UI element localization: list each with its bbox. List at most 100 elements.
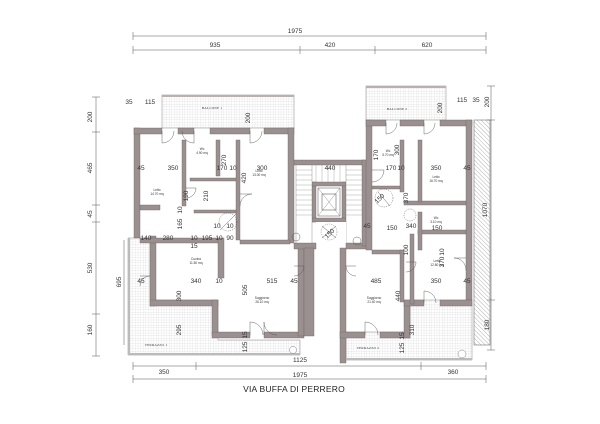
terrace-posts	[128, 238, 472, 360]
dim-210: 210	[203, 190, 210, 201]
dim-360: 360	[448, 369, 459, 376]
neighbour-wall-hatch	[473, 119, 491, 346]
dim-right-200: 200	[484, 96, 491, 107]
dim-170-right: 170	[386, 165, 397, 172]
dim-45-d: 45	[290, 278, 298, 285]
dim-935: 935	[210, 42, 221, 49]
room-soggiorno-right-area: 21.40 mq	[367, 300, 381, 304]
turning-circles	[218, 188, 417, 246]
room-wc-left-area: 4.90 mq	[196, 151, 208, 155]
dim-90: 90	[226, 235, 234, 242]
dim-10-g: 10	[177, 206, 184, 214]
balcone-1-label: BALCONE 1	[202, 106, 222, 110]
dim-350: 350	[168, 165, 179, 172]
dim-total-bottom: 1975	[293, 372, 308, 379]
dim-340-right: 340	[406, 223, 417, 230]
dim-440: 440	[325, 165, 336, 172]
dim-280: 280	[163, 235, 174, 242]
staircase	[295, 164, 363, 244]
dim-10-f: 10	[226, 223, 234, 230]
room-letto-right-2: Letto	[433, 259, 440, 263]
dim-370: 370	[439, 256, 446, 267]
dim-35-right: 35	[472, 97, 480, 104]
dim-485: 485	[371, 278, 382, 285]
dim-1125: 1125	[293, 357, 307, 364]
dim-45-b: 45	[137, 278, 145, 285]
dim-350-bottom: 350	[159, 369, 170, 376]
room-cucina: Cucina	[191, 257, 201, 261]
room-letto-left: Letto	[153, 188, 160, 192]
dim-140: 140	[141, 235, 152, 242]
dim-15-b: 15	[242, 331, 249, 339]
room-letto-right-area: 16.70 mq	[429, 179, 443, 183]
dim-515: 515	[267, 278, 278, 285]
dim-270: 270	[221, 154, 228, 165]
room-letto-mid: Letto	[255, 169, 262, 173]
dim-125: 125	[242, 341, 249, 352]
dim-115: 115	[145, 99, 156, 106]
dim-10-c: 10	[215, 235, 223, 242]
room-letto-mid-area: 13.00 mq	[252, 173, 266, 177]
walls	[133, 119, 473, 364]
dim-300: 300	[257, 165, 268, 172]
dim-15: 15	[190, 243, 198, 250]
dim-300-left: 300	[176, 290, 183, 301]
dim-10-e: 10	[213, 223, 221, 230]
dim-10-d: 10	[215, 278, 223, 285]
doors	[139, 122, 467, 336]
room-wc-left: Wc	[200, 147, 205, 151]
dim-45-right: 45	[463, 165, 471, 172]
balcony-2: BALCONE 2	[365, 85, 447, 121]
dim-150-right: 150	[432, 225, 443, 232]
room-wc-right-2-area: 3.10 mq	[430, 220, 442, 224]
dim-620: 620	[422, 42, 433, 49]
street-name: VIA BUFFA DI PERRERO	[243, 384, 345, 394]
dim-left-200: 200	[87, 111, 94, 122]
dim-10-right: 10	[397, 165, 405, 172]
dim-10-h: 10	[439, 248, 446, 256]
dim-left-695: 695	[116, 276, 123, 287]
room-wc-right: Wc	[386, 149, 391, 153]
dim-left-465: 465	[87, 162, 94, 173]
dim-125-right: 125	[399, 342, 406, 353]
dim-total-top: 1975	[288, 28, 303, 35]
balcone-2-label: BALCONE 2	[387, 107, 407, 111]
dim-195: 195	[202, 235, 213, 242]
room-soggiorno-left-area: 26.10 mq	[255, 300, 269, 304]
dim-440-b: 440	[395, 290, 402, 301]
dim-420: 420	[325, 42, 336, 49]
room-letto-right-2-area: 12.80 mq	[430, 263, 444, 267]
dim-300-right: 300	[394, 144, 401, 155]
dim-45-c: 45	[463, 278, 471, 285]
dim-45-e: 45	[363, 223, 371, 230]
room-labels: Letto 14.70 mq Letto 13.00 mq Wc 4.90 mq…	[150, 147, 444, 304]
dim-15-right: 15	[399, 332, 406, 340]
dim-350-right: 350	[431, 165, 442, 172]
bottom-dimensions: 1125 350 360 1975	[132, 357, 487, 383]
dim-190: 190	[183, 190, 190, 201]
dim-10-b: 10	[190, 235, 198, 242]
room-letto-left-area: 14.70 mq	[150, 192, 164, 196]
dim-100: 100	[403, 244, 410, 255]
room-wc-right-2: Wc	[434, 216, 439, 220]
terrazzo-1-label: TERRAZZO 1	[145, 343, 167, 347]
dim-200-right: 200	[437, 102, 444, 113]
room-wc-right-area: 5.70 mq	[382, 153, 394, 157]
room-soggiorno-right: Soggiorno	[367, 296, 382, 300]
dim-left-160: 160	[87, 324, 94, 335]
dim-35: 35	[125, 99, 133, 106]
room-letto-right: Letto	[432, 175, 439, 179]
dim-115-right: 115	[457, 97, 468, 104]
dim-45: 45	[137, 165, 145, 172]
dim-150-b: 150	[387, 225, 398, 232]
dim-295: 295	[176, 324, 183, 335]
dim-200: 200	[245, 112, 252, 123]
dim-505: 505	[242, 284, 249, 295]
dim-165: 165	[177, 218, 184, 229]
dim-350-b: 350	[431, 278, 442, 285]
balcony-1: BALCONE 1	[161, 94, 295, 129]
dim-left-530: 530	[87, 262, 94, 273]
dim-310: 310	[409, 324, 416, 335]
dim-340: 340	[191, 278, 202, 285]
